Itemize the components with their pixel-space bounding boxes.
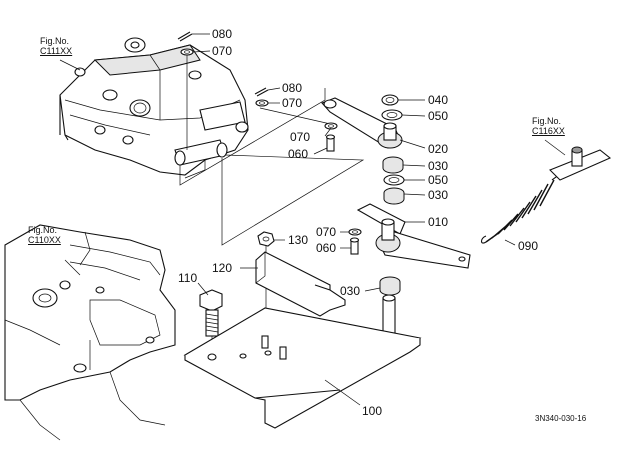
washer-070-upper: [180, 48, 194, 56]
callout-070: 070: [282, 96, 303, 110]
split-pin-080-lower: [254, 87, 269, 97]
lever-010: [356, 203, 471, 269]
callout-130: 130: [288, 233, 309, 247]
frame-housing: [4, 224, 176, 441]
callout-010: 010: [428, 215, 449, 229]
washer-070-mid: [324, 122, 338, 130]
figure-ref-c110xx: Fig.No. C110XX: [28, 225, 61, 245]
callout-080: 080: [282, 81, 303, 95]
figure-ref-c116xx: Fig.No. C116XX: [532, 116, 565, 136]
callout-020: 020: [428, 142, 449, 156]
pin-060-lower: [349, 237, 360, 255]
bracket-120: [255, 251, 346, 317]
pin-060-upper: [325, 134, 336, 152]
spring-090: [480, 165, 571, 244]
washer-050-upper: [381, 109, 403, 121]
bushing-030-upper: [382, 156, 404, 174]
washer-050-lower: [383, 174, 405, 186]
bushing-030-bottom: [379, 276, 401, 296]
callout-050: 050: [428, 173, 449, 187]
figure-ref-code: C110XX: [28, 235, 61, 245]
callout-070: 070: [316, 225, 337, 239]
callout-030: 030: [340, 284, 361, 298]
callout-030: 030: [428, 188, 449, 202]
callout-090: 090: [518, 239, 539, 253]
figure-ref-label: Fig.No.: [28, 225, 58, 235]
callout-060: 060: [288, 147, 309, 161]
callout-110: 110: [178, 271, 198, 285]
snap-ring-040: [381, 94, 399, 106]
leader-lines: [59, 33, 566, 406]
base-plate-100: [183, 307, 422, 429]
callout-050: 050: [428, 109, 449, 123]
washer-070-lower: [255, 99, 269, 107]
callout-120: 120: [212, 261, 233, 275]
bolt-110: [199, 289, 223, 355]
split-pin-080-upper: [177, 31, 193, 42]
figure-ref-c111xx: Fig.No. C111XX: [40, 36, 72, 56]
callout-030: 030: [428, 159, 449, 173]
callout-080: 080: [212, 27, 233, 41]
callout-100: 100: [362, 404, 383, 418]
bushing-030-middle: [383, 187, 405, 205]
spring-anchor-bracket: [549, 146, 612, 181]
callout-070: 070: [212, 44, 233, 58]
figure-ref-code: C111XX: [40, 46, 73, 56]
drawing-code: 3N340-030-16: [535, 414, 587, 423]
callout-060: 060: [316, 241, 337, 255]
nut-130: [257, 231, 275, 247]
figure-ref-label: Fig.No.: [532, 116, 562, 126]
washer-070-bottom: [348, 228, 362, 236]
figure-ref-code: C116XX: [532, 126, 565, 136]
control-valve-assembly: [59, 37, 249, 179]
pivot-post: [382, 294, 396, 334]
callout-070: 070: [290, 130, 311, 144]
figure-ref-label: Fig.No.: [40, 36, 70, 46]
callout-040: 040: [428, 93, 449, 107]
